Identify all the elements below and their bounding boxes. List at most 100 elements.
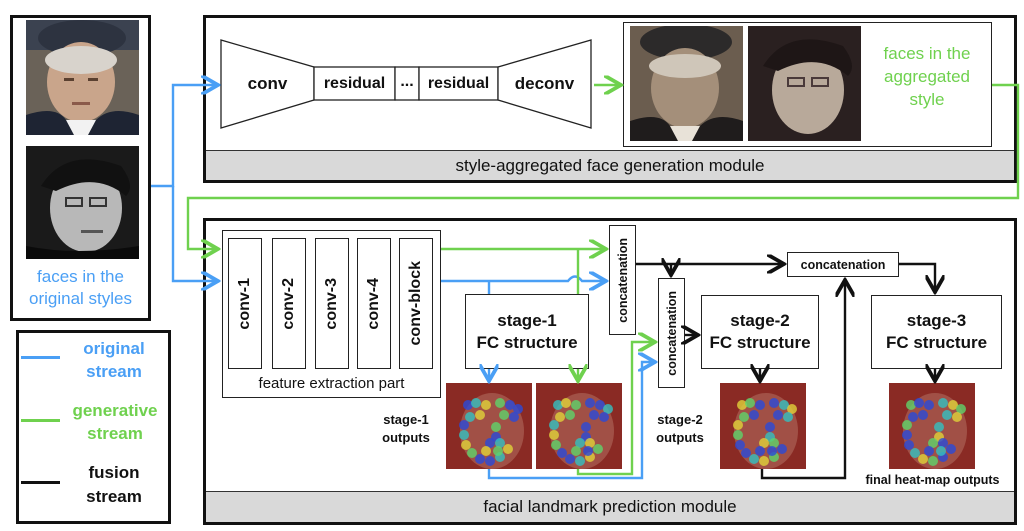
- heatmap-landmark: [739, 412, 749, 422]
- heatmap-landmark: [575, 456, 585, 466]
- legend-label-original-line1: original: [83, 339, 145, 358]
- legend-label-generative: generative stream: [60, 399, 170, 445]
- heatmap-landmark: [571, 446, 581, 456]
- conv-4-layer: conv-4: [357, 238, 391, 369]
- conv-2-layer: conv-2: [272, 238, 306, 369]
- heatmap-landmark: [549, 430, 559, 440]
- stage-3-line1: stage-3: [906, 311, 967, 330]
- heatmap-landmark: [481, 446, 491, 456]
- heatmap-canvas: [720, 383, 806, 469]
- heatmap-landmark: [555, 412, 565, 422]
- aggregated-face-1: [630, 26, 743, 141]
- ellipsis-label: ...: [400, 73, 414, 90]
- residual-label-2: residual: [427, 75, 490, 92]
- stage-1-line1: stage-1: [497, 310, 557, 330]
- heatmap-landmark: [902, 430, 912, 440]
- heatmap-landmark: [938, 398, 948, 408]
- heatmap-landmark: [493, 446, 503, 456]
- stage-3-box: stage-3 FC structure: [871, 295, 1002, 369]
- heatmap-canvas: [446, 383, 532, 469]
- input-caption: faces in the original styles: [12, 266, 149, 310]
- heatmap-landmark: [938, 438, 948, 448]
- heatmap-landmark: [741, 448, 751, 458]
- heatmap-landmark: [475, 454, 485, 464]
- heatmap-landmark: [749, 410, 759, 420]
- stage-3-line2: FC structure: [885, 333, 988, 352]
- heatmap-landmark: [561, 398, 571, 408]
- heatmap-landmark: [924, 446, 934, 456]
- heatmap-landmark: [565, 454, 575, 464]
- legend-label-generative-line2: stream: [87, 424, 143, 443]
- heatmap-landmark: [589, 410, 599, 420]
- stage-1-line2: FC structure: [476, 332, 578, 352]
- heatmap-landmark: [495, 398, 505, 408]
- heatmap-landmark: [737, 400, 747, 410]
- heatmap-landmark: [585, 398, 595, 408]
- heatmap-landmark: [581, 422, 591, 432]
- heatmap-landmark: [549, 420, 559, 430]
- stage-2-outputs-line2: outputs: [656, 430, 704, 445]
- legend-swatch-original: [21, 356, 60, 359]
- legend: [16, 330, 171, 524]
- concatenation-2: concatenation: [658, 278, 685, 388]
- aggregated-caption-line2: aggregated: [883, 67, 971, 86]
- legend-label-fusion: fusion stream: [64, 461, 164, 509]
- heatmap-landmark: [503, 444, 513, 454]
- heatmap-landmark: [783, 412, 793, 422]
- residual-label-1: residual: [323, 75, 386, 92]
- stage-2-outputs-label: stage-2 outputs: [644, 411, 716, 447]
- heatmap-landmark: [461, 440, 471, 450]
- concatenation-1: concatenation: [609, 225, 636, 335]
- conv-label: conv: [247, 74, 288, 93]
- heatmap-landmark: [583, 446, 593, 456]
- heatmap-landmark: [755, 446, 765, 456]
- heatmap-landmark: [948, 400, 958, 410]
- stage-1-outputs-line2: outputs: [382, 430, 430, 445]
- input-face-2: [26, 146, 139, 259]
- deconv-label: deconv: [514, 74, 575, 93]
- stage-2-outputs-line1: stage-2: [657, 412, 703, 427]
- heatmap-landmark: [571, 400, 581, 410]
- heatmap-landmark: [733, 420, 743, 430]
- heatmap-landmark: [485, 456, 495, 466]
- heatmap-landmark: [942, 410, 952, 420]
- heatmap-landmark: [765, 422, 775, 432]
- heatmap-landmark: [928, 438, 938, 448]
- heatmap-landmark: [956, 404, 966, 414]
- heatmap-landmark: [769, 398, 779, 408]
- conv-2-label: conv-2: [280, 277, 297, 330]
- heatmap-landmark: [735, 440, 745, 450]
- heatmap-landmark: [767, 446, 777, 456]
- legend-swatch-fusion: [21, 481, 60, 484]
- heatmap-landmark: [565, 410, 575, 420]
- heatmap-landmark: [471, 398, 481, 408]
- heatmap-landmark: [465, 412, 475, 422]
- heatmap-landmark: [459, 420, 469, 430]
- heatmap-landmark: [755, 400, 765, 410]
- input-face-1: [26, 20, 139, 135]
- aggregated-caption: faces in the aggregated style: [866, 42, 988, 111]
- heatmap-landmark: [914, 398, 924, 408]
- stage-1-heatmap-original: [446, 383, 532, 469]
- heatmap-landmark: [902, 420, 912, 430]
- heatmap-landmark: [773, 410, 783, 420]
- heatmap-landmark: [475, 410, 485, 420]
- heatmap-canvas: [889, 383, 975, 469]
- concatenation-2-label: concatenation: [664, 290, 679, 376]
- input-caption-line1: faces in the: [37, 267, 124, 286]
- heatmap-landmark: [509, 412, 519, 422]
- input-faces-panel: [10, 15, 151, 321]
- heatmap-landmark: [467, 448, 477, 458]
- legend-label-fusion-line1: fusion: [88, 463, 140, 482]
- heatmap-landmark: [463, 400, 473, 410]
- heatmap-landmark: [946, 444, 956, 454]
- feature-extraction-label: feature extraction part: [258, 374, 405, 392]
- generation-module-title: style-aggregated face generation module: [206, 150, 1014, 180]
- heatmap-landmark: [908, 412, 918, 422]
- heatmap-landmark: [499, 410, 509, 420]
- stage-2-heatmap: [720, 383, 806, 469]
- heatmap-landmark: [936, 446, 946, 456]
- heatmap-landmark: [557, 448, 567, 458]
- heatmap-landmark: [593, 444, 603, 454]
- conv-1-label: conv-1: [236, 277, 253, 330]
